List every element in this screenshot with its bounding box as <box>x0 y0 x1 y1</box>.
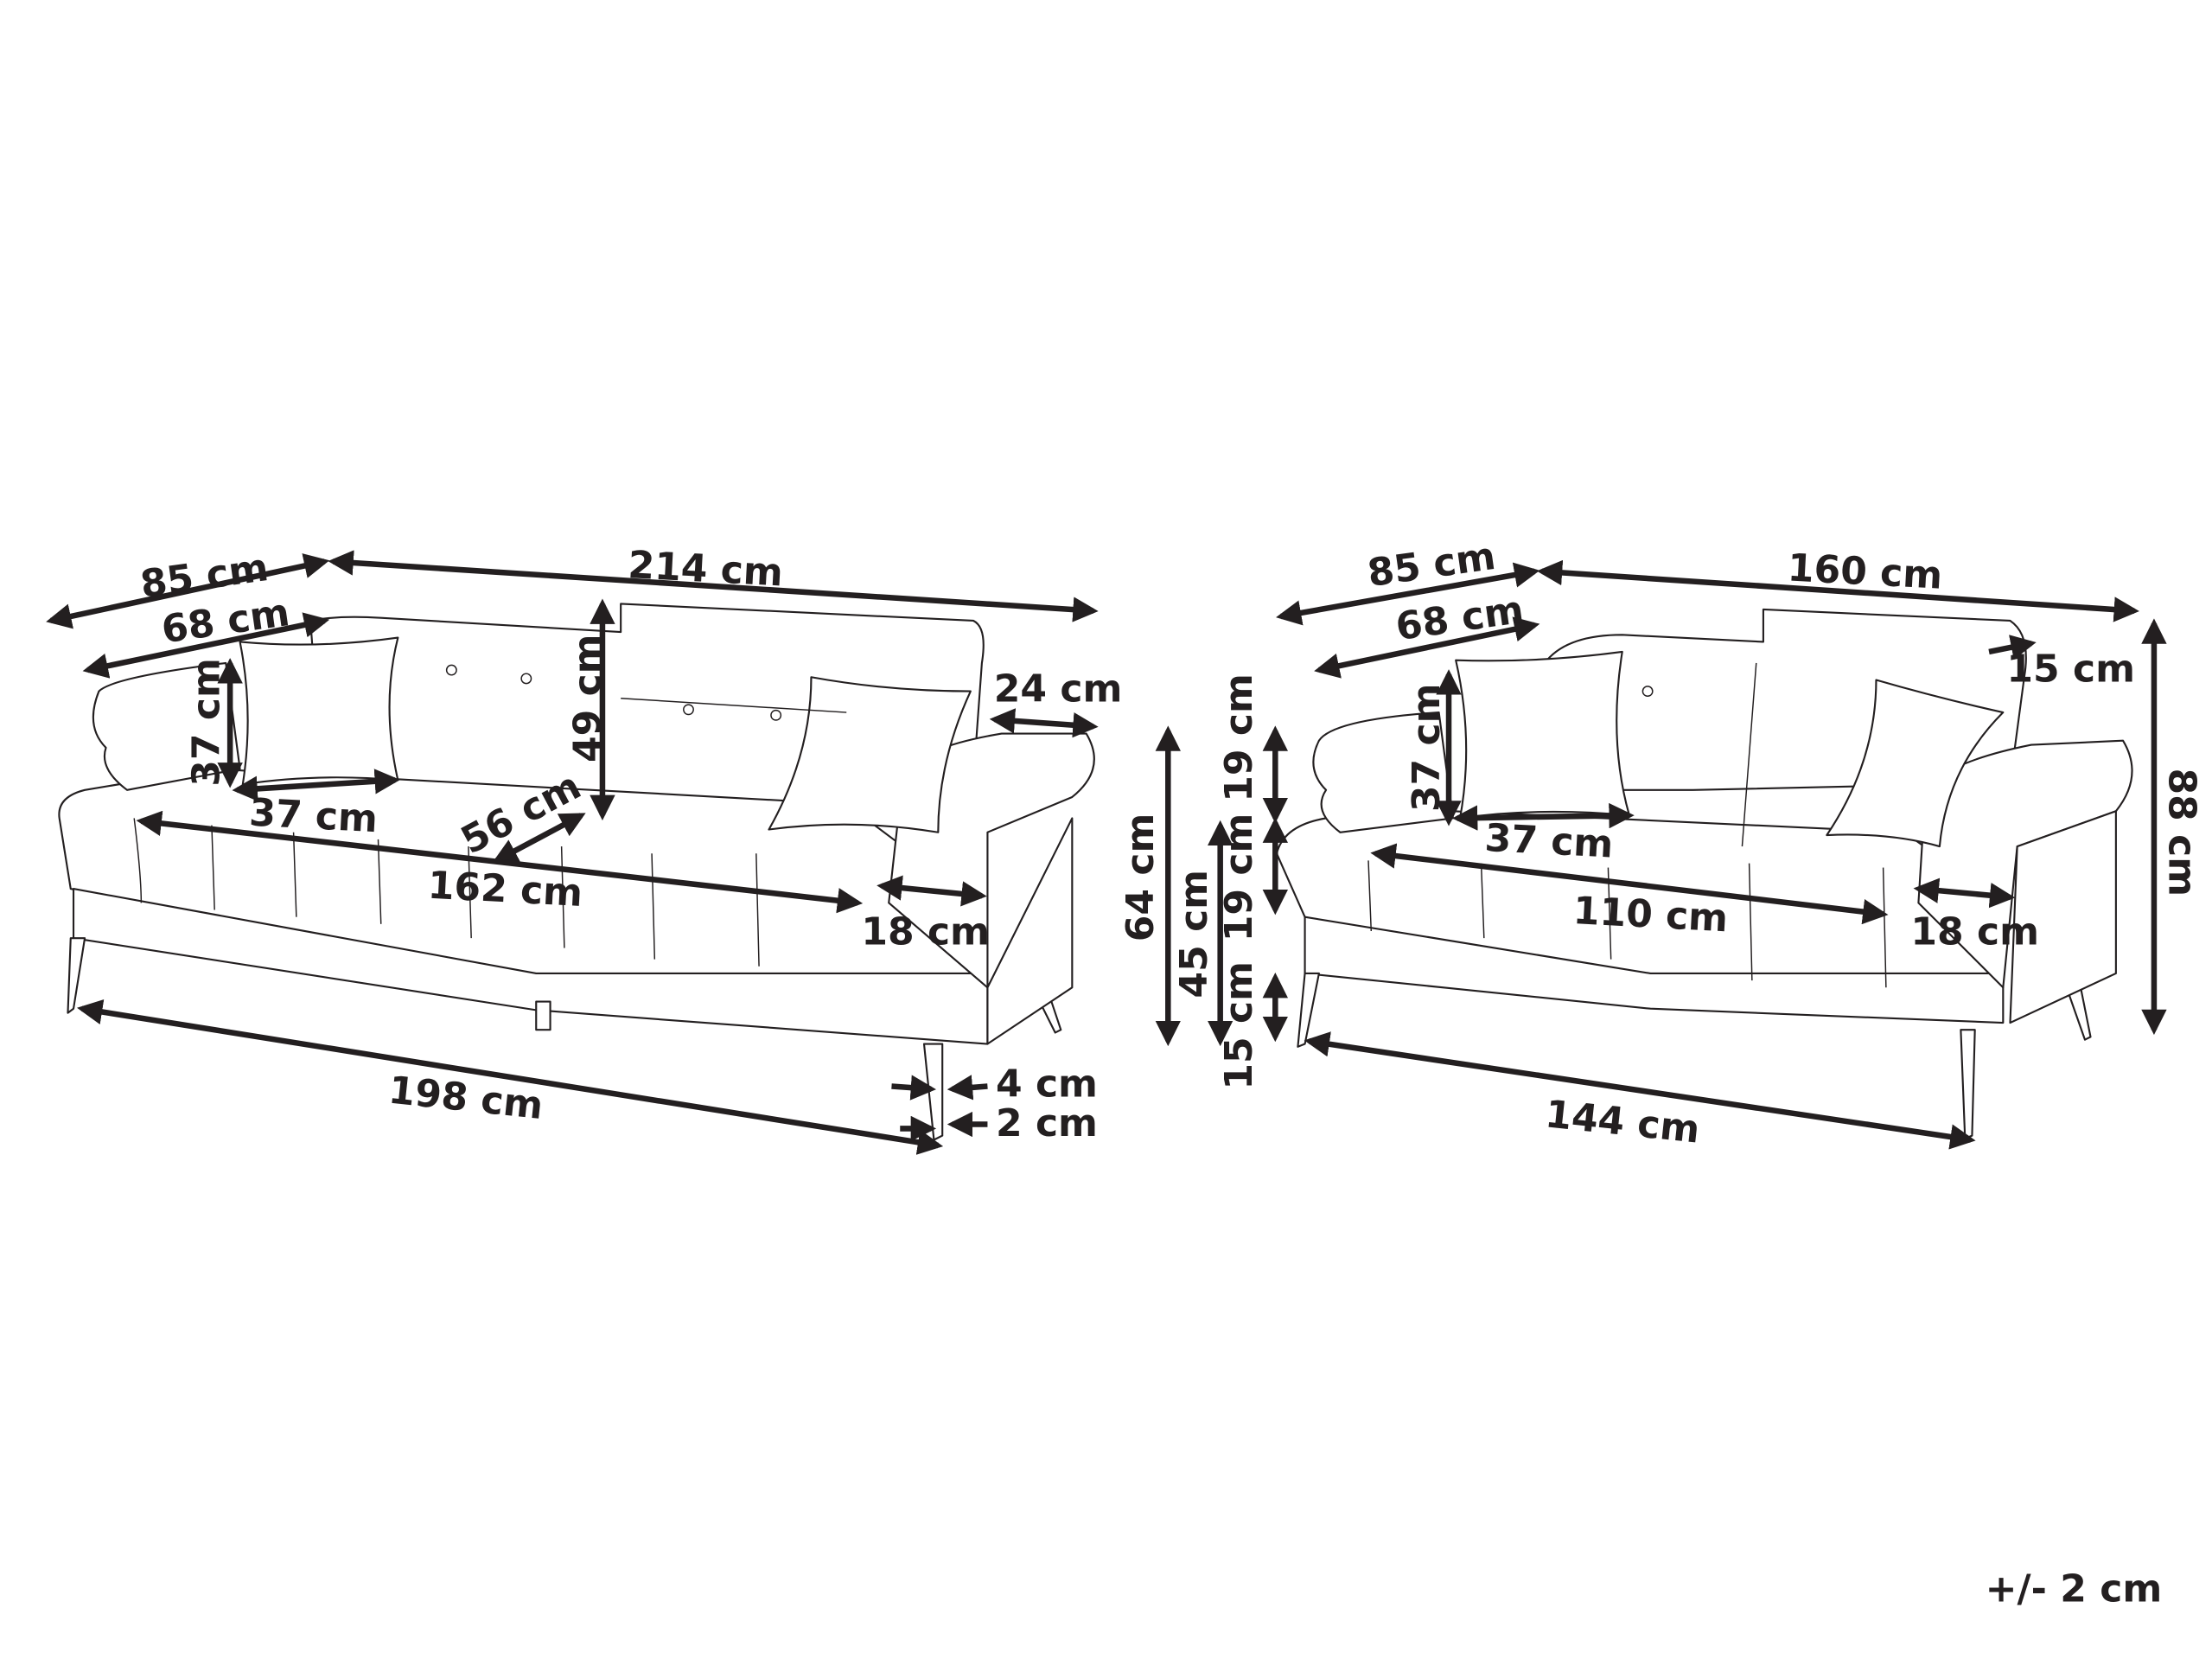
dim-legs: 15 cm <box>1217 961 1261 1090</box>
dimension-arrow <box>1314 616 1540 679</box>
dimension-arrow <box>46 553 330 629</box>
tolerance-note: +/- 2 cm <box>1986 1567 2163 1611</box>
dimension-arrow <box>82 612 330 679</box>
dimension-arrow <box>989 708 1099 738</box>
dim-2s-width: 160 cm <box>1787 546 1944 597</box>
dim-2s-cushion-width: 37 cm <box>1483 816 1614 867</box>
dimension-arrow <box>77 999 944 1155</box>
dim-2s-seat-width: 110 cm <box>1572 889 1730 941</box>
dim-2s-armrest: 18 cm <box>1910 909 2039 954</box>
dim-3s-cushion-width: 37 cm <box>248 791 379 842</box>
dim-3s-cushion-height: 37 cm <box>185 658 229 787</box>
dim-total-arm-height: 64 cm <box>1119 814 1163 942</box>
dimension-arrow <box>328 550 1099 622</box>
dim-3s-seat-width: 162 cm <box>427 864 584 916</box>
dimension-arrows <box>46 550 2167 1155</box>
dim-seat-height: 45 cm <box>1172 870 1216 999</box>
dimension-arrow <box>1913 877 2016 909</box>
dimension-arrow <box>1304 1031 1976 1150</box>
dimension-arrow <box>1276 562 1540 626</box>
dim-2s-cushion-height: 37 cm <box>1405 684 1449 813</box>
dim-2s-total-height: 88 cm <box>2159 768 2203 896</box>
dim-2s-base-width: 144 cm <box>1543 1092 1702 1152</box>
dim-arm-above-seat: 19 cm <box>1217 673 1261 802</box>
dim-2s-depth: 85 cm <box>1365 534 1498 596</box>
dimension-arrow <box>1370 843 1889 925</box>
dim-3s-width: 214 cm <box>627 543 784 595</box>
dimension-arrow <box>1536 559 2139 622</box>
dim-3s-leg-bottom: 2 cm <box>996 1101 1098 1145</box>
dimension-arrow <box>1451 802 1635 831</box>
dim-3s-leg-top: 4 cm <box>996 1062 1098 1106</box>
dimension-arrow <box>232 769 400 802</box>
dimension-arrow <box>947 1075 988 1101</box>
dim-3s-backrest-height: 49 cm <box>565 634 609 763</box>
dimension-arrow <box>136 810 864 914</box>
dimension-arrow <box>891 1075 937 1101</box>
dimension-arrow <box>877 875 987 907</box>
dimension-arrow <box>1988 635 2037 660</box>
dim-seat-cushion: 19 cm <box>1217 814 1261 942</box>
dim-2s-seat-depth: 68 cm <box>1393 588 1527 649</box>
dim-3s-armrest-top: 24 cm <box>994 667 1123 711</box>
dim-3s-armrest: 18 cm <box>861 909 990 954</box>
dim-2s-backrest-depth: 15 cm <box>2006 648 2135 692</box>
